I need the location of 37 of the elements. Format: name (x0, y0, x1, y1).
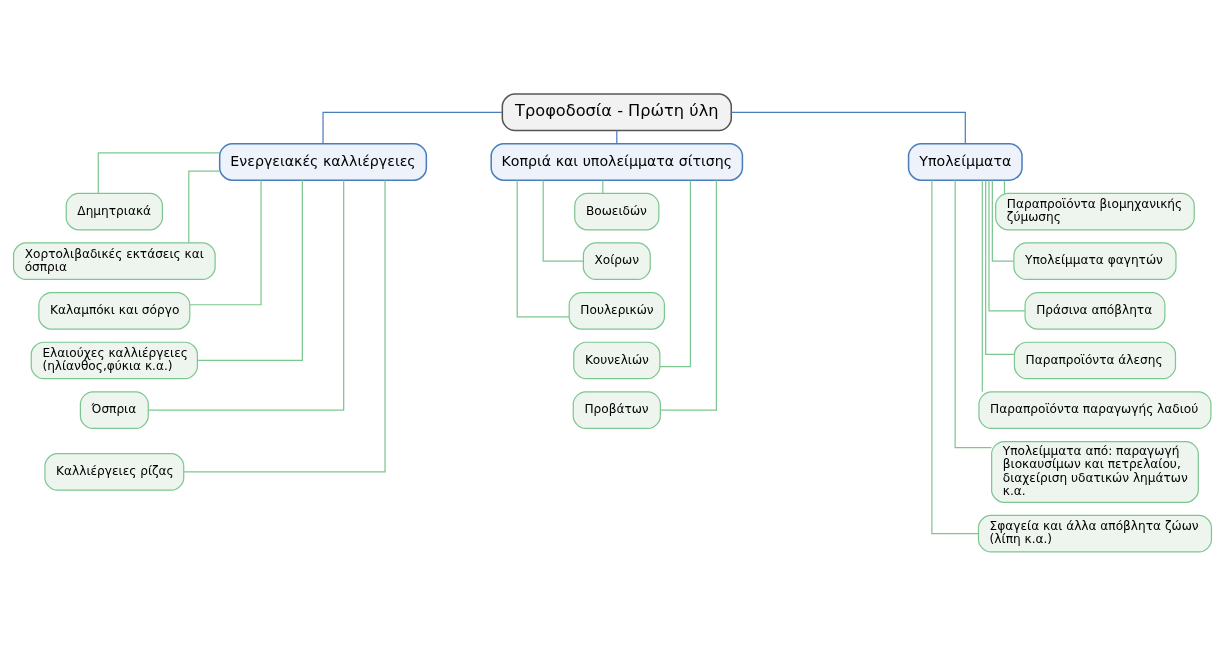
connector (542, 179, 584, 262)
node-box: Παραπροϊόντα παραγωγής λαδιού (977, 390, 1212, 429)
node-box: Χοίρων (582, 241, 651, 280)
node-box: Τροφοδοσία - Πρώτη ύλη (501, 92, 732, 131)
node-box: Σφαγεία και άλλα απόβλητα ζώων (λίπη κ.α.) (977, 514, 1212, 553)
connector (182, 179, 386, 473)
node-box: Όσπρια (79, 390, 149, 429)
node-box: Ενεργειακές καλλιέργειες (218, 142, 427, 181)
node-box: Χορτολιβαδικές εκτάσεις και όσπρια (12, 241, 216, 280)
connector (981, 179, 983, 392)
connector (188, 179, 262, 305)
connector (97, 151, 220, 194)
connector (196, 179, 303, 361)
node-box: Υπολείμματα από: παραγωγή βιοκαυσίμων και πετρελαίου, διαχείριση υδατικών λημάτων κ.α. (990, 440, 1199, 503)
node-box: Παραπροϊόντα άλεσης (1013, 341, 1176, 379)
node-box: Κουνελιών (572, 341, 660, 379)
node-box: Βοωειδών (573, 192, 659, 230)
node-box: Υπολείμματα (907, 142, 1023, 181)
node-box: Καλαμπόκι και σόργο (37, 291, 190, 330)
node-box: Υπολείμματα φαγητών (1012, 241, 1177, 280)
connector (730, 111, 966, 144)
connector (658, 179, 691, 367)
node-box: Κοπριά και υπολείμματα σίτισης (489, 142, 743, 181)
connector (659, 179, 717, 411)
connector (930, 179, 979, 534)
connector (147, 179, 344, 411)
node-box: Παραπροϊόντα βιομηχανικής ζύμωσης (994, 192, 1195, 230)
node-box: Πράσινα απόβλητα (1023, 291, 1165, 330)
node-box: Καλλιέργειες ρίζας (43, 452, 184, 491)
node-box: Δημητριακά (65, 192, 163, 230)
connector (516, 179, 570, 318)
node-box: Ελαιούχες καλλιέργειες (ηλίανθος,φύκια κ.α.) (30, 341, 198, 379)
connector (187, 169, 220, 244)
connector (954, 179, 992, 448)
connector (321, 111, 503, 144)
node-box: Προβάτων (572, 390, 661, 429)
node-box: Πουλερικών (568, 291, 665, 330)
